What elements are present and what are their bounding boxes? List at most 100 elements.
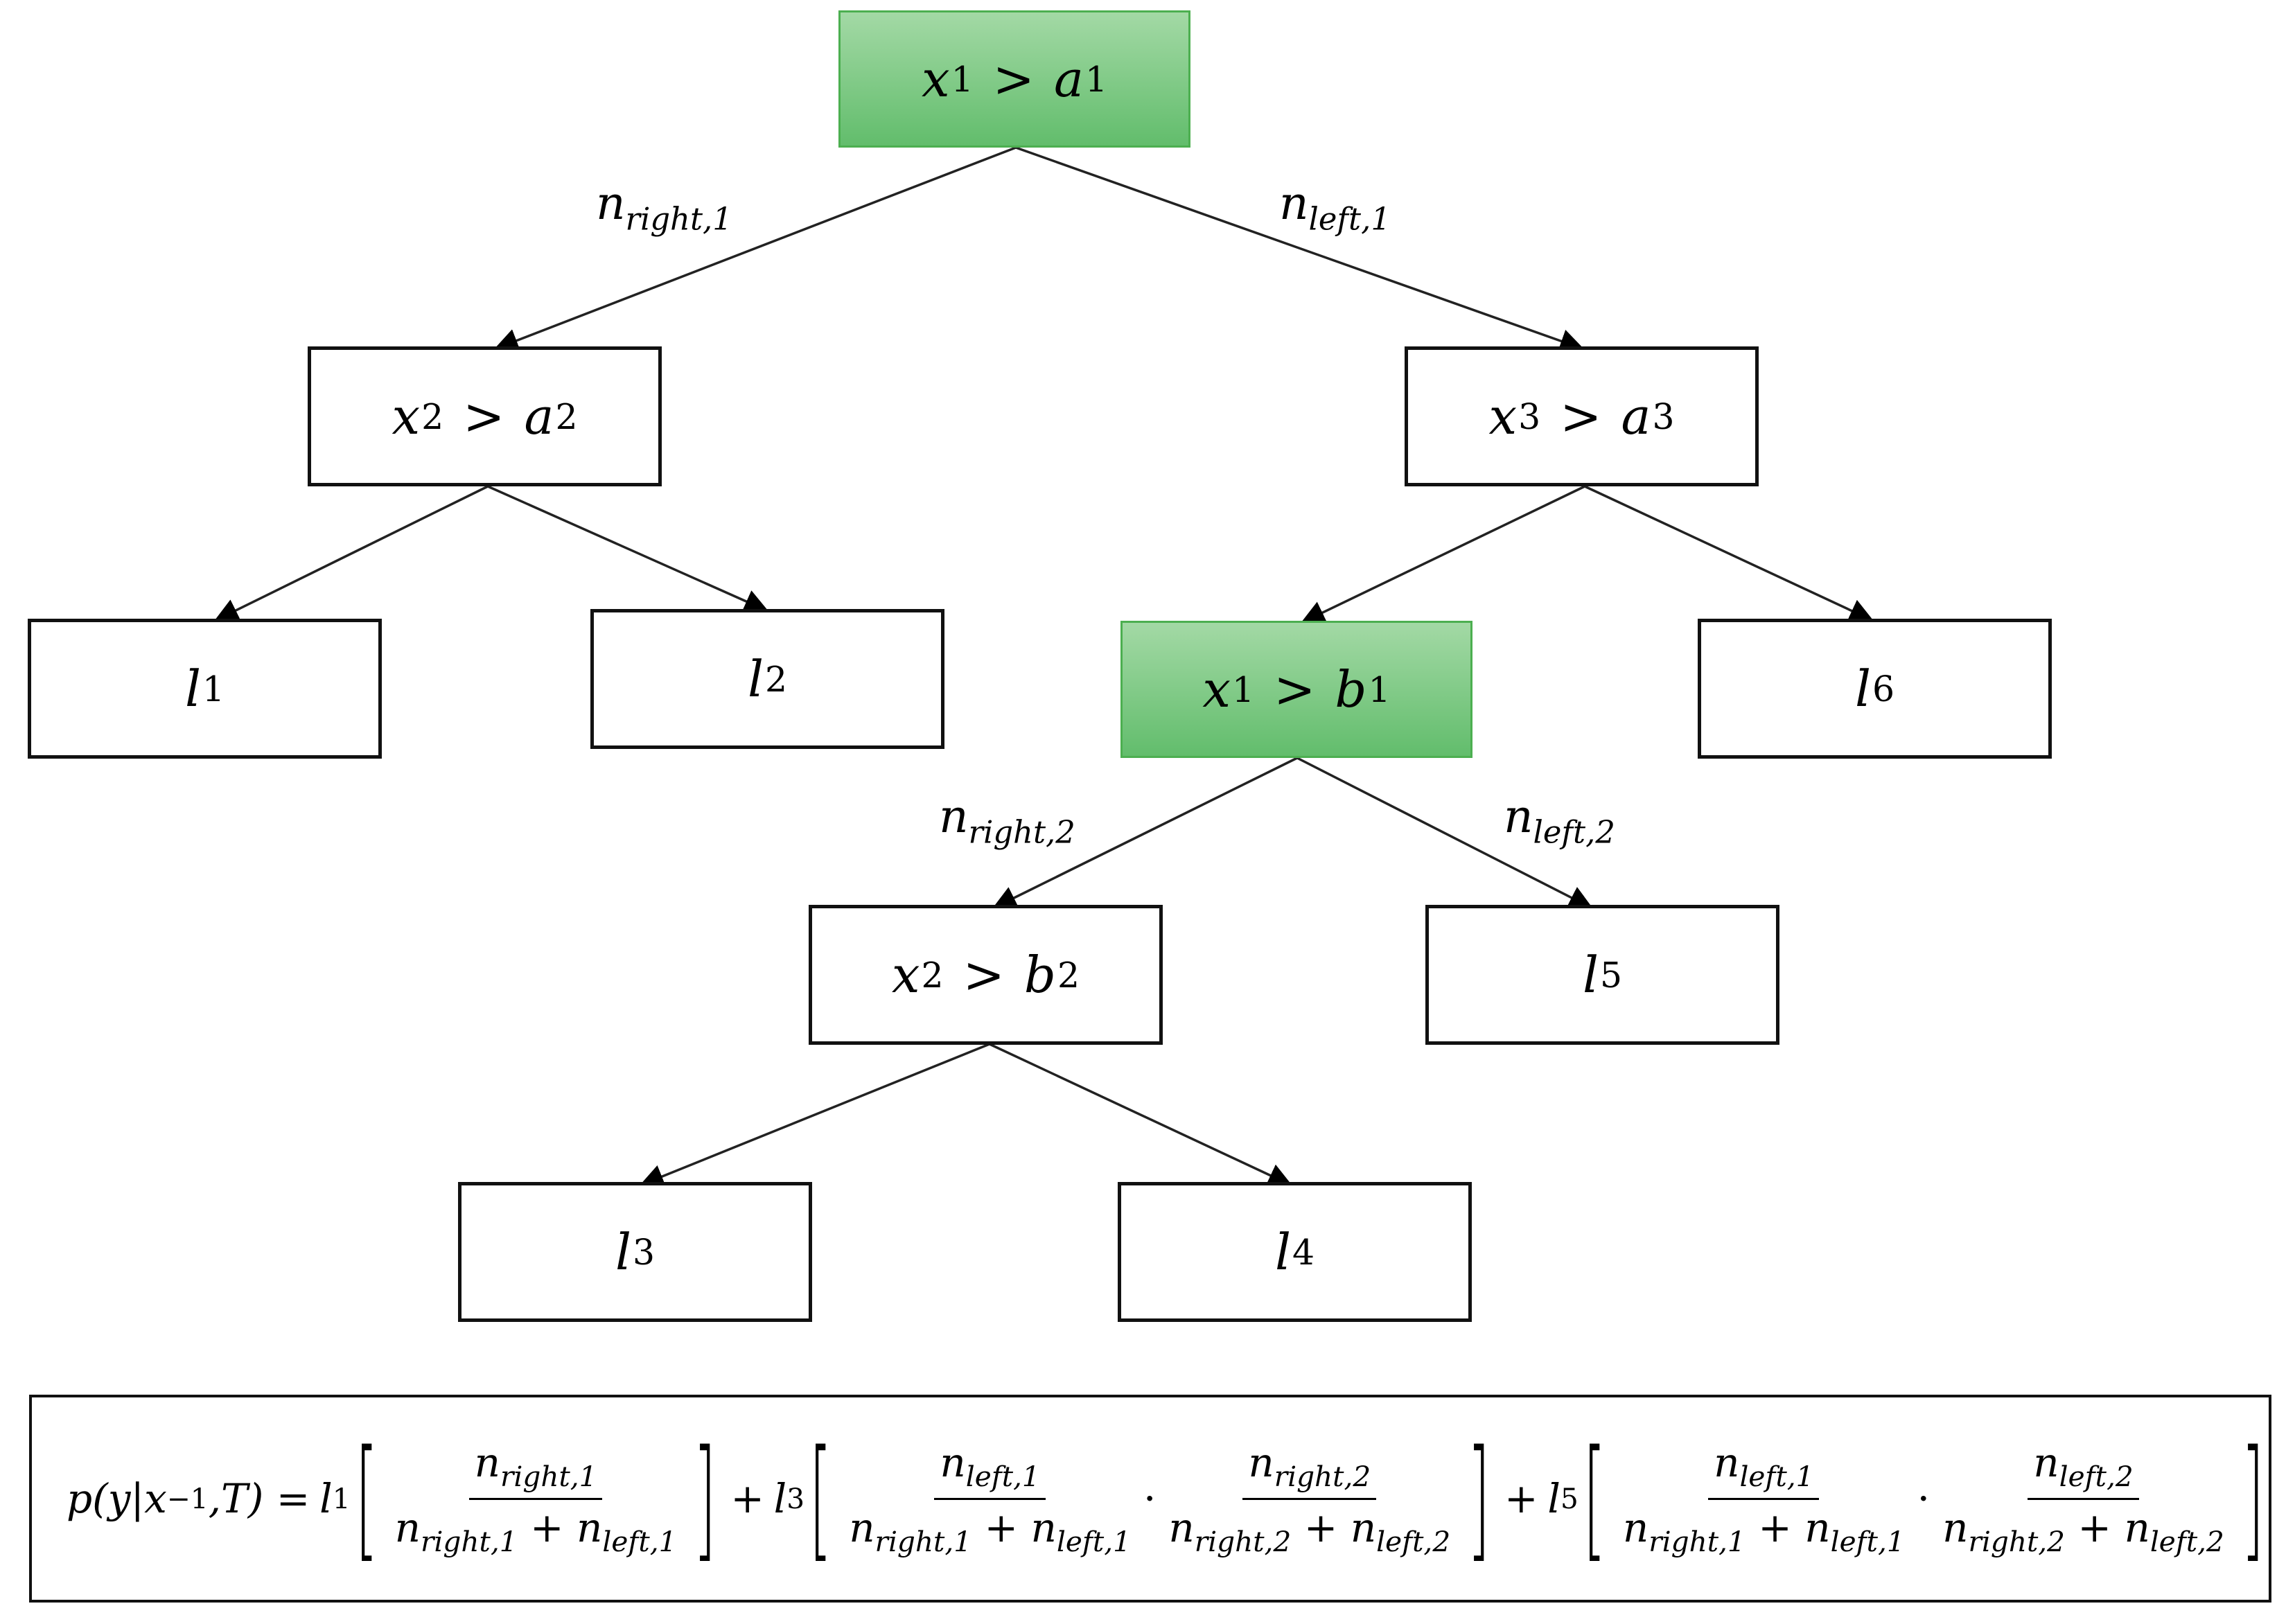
edge-label-n-right-1: nright,1 xyxy=(596,177,732,238)
leaf-name: l xyxy=(747,650,764,708)
fraction-5: nleft,2 nright,2 + nleft,2 xyxy=(1937,1439,2230,1557)
formula-l3-sub: 3 xyxy=(786,1482,805,1515)
n-sub: right,2 xyxy=(1968,1524,2065,1558)
n-symbol: n xyxy=(577,1503,603,1551)
edge-label-n-left-1: nleft,1 xyxy=(1279,177,1391,238)
edge-x2b2-to-l4 xyxy=(989,1043,1293,1187)
edge-label-n-right-2: nright,2 xyxy=(939,790,1075,851)
leaf-name: l xyxy=(1582,946,1599,1004)
n-sub: right,1 xyxy=(421,1524,518,1558)
leaf-sub: 3 xyxy=(632,1231,656,1273)
fraction-numerator: nleft,1 xyxy=(934,1439,1046,1500)
edge-x2a2-to-l1 xyxy=(213,485,489,621)
leaf-sub: 1 xyxy=(202,668,225,709)
fraction-4: nleft,1 nright,1 + nleft,1 xyxy=(1617,1439,1910,1557)
leaf-sub: 6 xyxy=(1872,668,1895,709)
n-sub: left,1 xyxy=(965,1460,1040,1494)
plus-sign: + xyxy=(730,1475,764,1522)
n-symbol: n xyxy=(1714,1439,1740,1487)
plus-sign: + xyxy=(2077,1503,2112,1551)
fraction-numerator: nleft,1 xyxy=(1708,1439,1820,1500)
plus-sign: + xyxy=(1303,1503,1338,1551)
node-var: x xyxy=(1202,660,1231,718)
fraction-2: nleft,1 nright,1 + nleft,1 xyxy=(843,1439,1136,1557)
edge-x1b1-to-x2b2 xyxy=(992,757,1298,909)
node-op: > xyxy=(463,387,505,445)
n-symbol: n xyxy=(849,1503,875,1551)
edge-x3a3-to-x1b1 xyxy=(1300,485,1585,624)
n-sub: left,1 xyxy=(1830,1524,1905,1558)
n-symbol: n xyxy=(1804,1503,1831,1551)
node-var-sub: 1 xyxy=(1232,669,1255,710)
bracket-close: ] xyxy=(693,1422,717,1575)
bracket-close: ] xyxy=(2241,1422,2265,1575)
edge-label-sub: right,1 xyxy=(625,200,732,238)
node-var: x xyxy=(891,946,920,1004)
fraction-numerator: nleft,2 xyxy=(2028,1439,2139,1500)
n-symbol: n xyxy=(2124,1503,2150,1551)
edge-x3a3-to-l6 xyxy=(1584,485,1874,622)
n-symbol: n xyxy=(2033,1439,2059,1487)
fraction-denominator: nright,2 + nleft,2 xyxy=(1937,1500,2230,1558)
plus-sign: + xyxy=(984,1503,1019,1551)
leaf-sub: 2 xyxy=(764,658,788,700)
node-op: > xyxy=(992,50,1035,108)
node-thr-sub: 2 xyxy=(1057,954,1080,996)
edge-label-sub: left,2 xyxy=(1533,813,1615,851)
n-sub: left,1 xyxy=(1056,1524,1131,1558)
fraction-numerator: nright,1 xyxy=(468,1439,603,1500)
formula-l5-sub: 5 xyxy=(1560,1482,1579,1515)
n-symbol: n xyxy=(1030,1503,1057,1551)
bracket-open: [ xyxy=(354,1422,378,1575)
bracket-close: ] xyxy=(1467,1422,1491,1575)
node-var: x xyxy=(922,50,950,108)
n-symbol: n xyxy=(1168,1503,1195,1551)
edge-x2b2-to-l3 xyxy=(639,1043,990,1188)
dot-operator: · xyxy=(1143,1475,1157,1522)
fraction-denominator: nright,1 + nleft,1 xyxy=(1617,1500,1910,1558)
n-symbol: n xyxy=(1350,1503,1377,1551)
n-symbol: n xyxy=(474,1439,500,1487)
node-var-sub: 2 xyxy=(421,396,444,437)
formula-l3: l xyxy=(773,1475,787,1522)
node-thr-sub: 1 xyxy=(1368,669,1391,710)
bracket-open: [ xyxy=(809,1422,832,1575)
n-symbol: n xyxy=(1942,1503,1969,1551)
fraction-1: nright,1 nright,1 + nleft,1 xyxy=(389,1439,683,1557)
bracket-open: [ xyxy=(1583,1422,1606,1575)
leaf-name: l xyxy=(184,660,201,718)
n-symbol: n xyxy=(940,1439,966,1487)
node-var: x xyxy=(392,387,421,445)
leaf-name: l xyxy=(1854,660,1871,718)
node-var-sub: 2 xyxy=(921,954,944,996)
edge-label-sub: left,1 xyxy=(1308,200,1391,238)
leaf-name: l xyxy=(1274,1223,1291,1281)
formula-l5: l xyxy=(1547,1475,1560,1522)
leaf-name: l xyxy=(615,1223,631,1281)
edge-label-sub: right,2 xyxy=(968,813,1075,851)
node-op: > xyxy=(1560,387,1602,445)
edge-label-base: n xyxy=(596,177,626,230)
fraction-denominator: nright,1 + nleft,1 xyxy=(843,1500,1136,1558)
n-symbol: n xyxy=(394,1503,421,1551)
n-sub: right,2 xyxy=(1274,1460,1371,1494)
edge-label-base: n xyxy=(1279,177,1309,230)
edge-label-base: n xyxy=(1504,790,1533,843)
edge-x2a2-to-l2 xyxy=(487,485,769,613)
node-thr: a xyxy=(1621,387,1651,445)
formula-l1: l xyxy=(319,1475,333,1522)
formula-lhs: p(y|x xyxy=(67,1475,167,1522)
node-thr: b xyxy=(1023,946,1057,1004)
fraction-numerator: nright,2 xyxy=(1242,1439,1377,1500)
node-var: x xyxy=(1488,387,1518,445)
node-var-sub: 1 xyxy=(951,58,974,100)
n-sub: left,2 xyxy=(1376,1524,1451,1558)
fraction-3: nright,2 nright,2 + nleft,2 xyxy=(1163,1439,1456,1557)
plus-sign: + xyxy=(1758,1503,1792,1551)
